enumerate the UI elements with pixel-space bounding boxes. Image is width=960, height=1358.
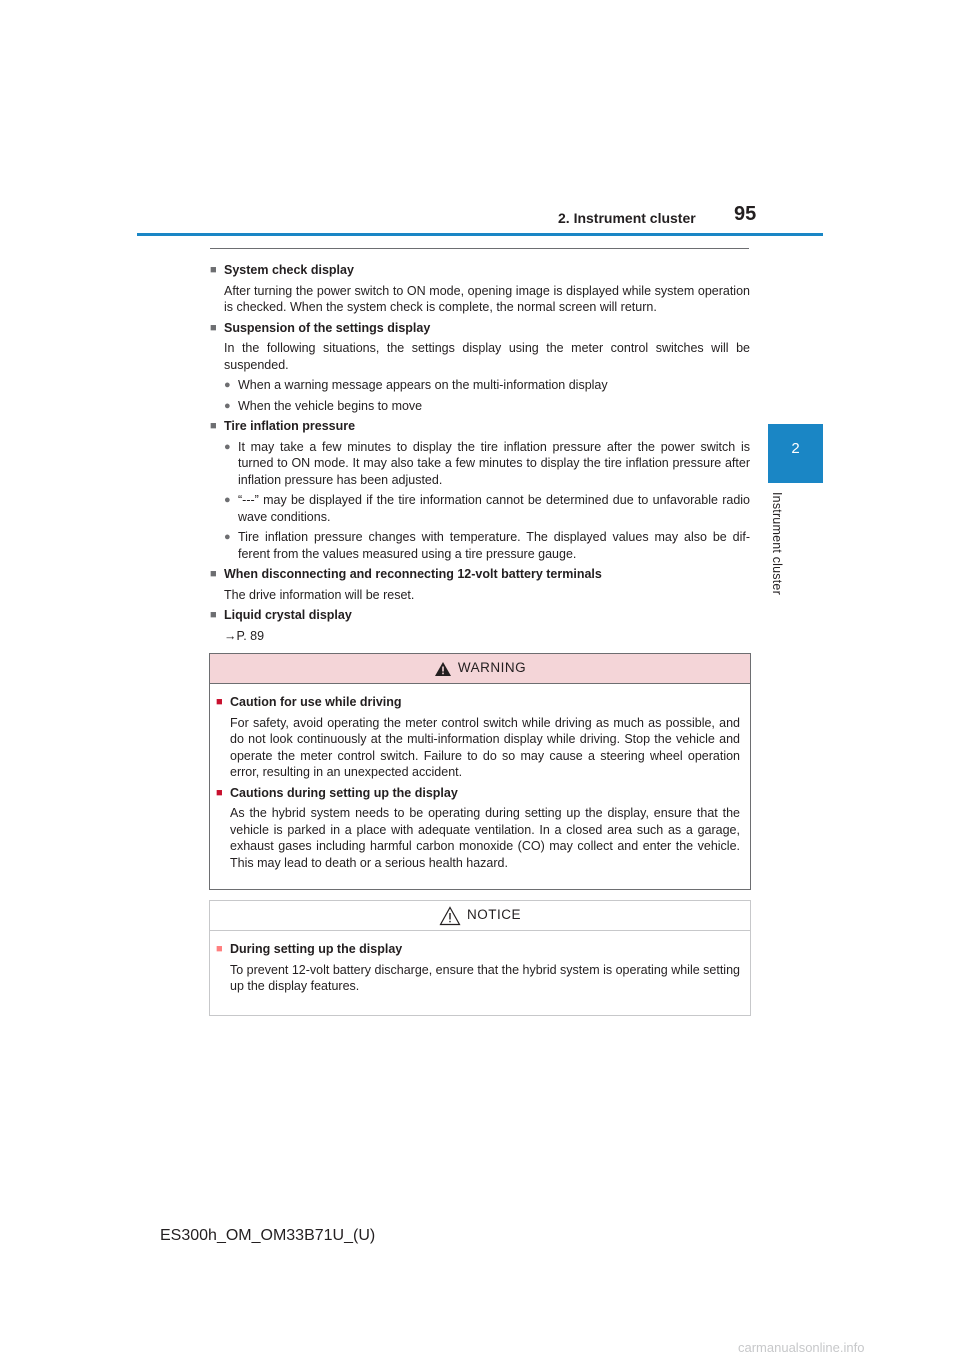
warning-item-title: ■ Cautions during setting up the display xyxy=(216,785,740,802)
square-marker-icon: ■ xyxy=(216,786,223,799)
square-marker-icon: ■ xyxy=(210,609,217,621)
section-title-text: System check display xyxy=(224,263,354,277)
square-marker-icon: ■ xyxy=(210,568,217,580)
section-body: The drive information will be reset. xyxy=(224,587,415,602)
section-title: ■ Tire inflation pressure xyxy=(210,418,750,435)
list-item: ● “---” may be displayed if the tire inf… xyxy=(224,492,750,525)
section-title-text: When disconnecting and reconnecting 12-v… xyxy=(224,567,602,581)
page-reference-link[interactable]: →P. 89 xyxy=(224,628,265,643)
notice-heading: NOTICE xyxy=(466,907,521,923)
section-title: ■ System check display xyxy=(210,262,750,279)
list-item-text: Tire inflation pressure changes with tem… xyxy=(238,530,750,561)
list-item: ● When a warning message appears on the … xyxy=(224,377,750,394)
warning-item-title-text: Cautions during setting up the display xyxy=(230,785,458,800)
list-item-text: When a warning message appears on the mu… xyxy=(238,378,608,392)
warning-box: WARNING ■ Caution for use while driving … xyxy=(209,653,751,890)
bullet-icon: ● xyxy=(224,379,231,391)
document-code: ES300h_OM_OM33B71U_(U) xyxy=(160,1227,376,1244)
square-marker-icon: ■ xyxy=(210,420,217,432)
notice-header: NOTICE xyxy=(210,901,750,931)
list-item: ● When the vehicle begins to move xyxy=(224,398,750,415)
warning-header: WARNING xyxy=(210,654,750,684)
warning-content: ■ Caution for use while driving For safe… xyxy=(210,684,750,871)
section-title: ■ Suspension of the settings display xyxy=(210,320,750,337)
section-title-text: Liquid crystal display xyxy=(224,608,352,622)
square-marker-icon: ■ xyxy=(210,264,217,276)
bullet-icon: ● xyxy=(224,399,231,412)
chapter-tab-number: 2 xyxy=(791,440,800,457)
bullet-icon: ● xyxy=(224,494,231,506)
header-rule xyxy=(137,233,823,236)
warning-item-body: For safety, avoid operating the meter co… xyxy=(230,715,740,780)
notice-item-title: ■ During setting up the display xyxy=(216,941,740,958)
section-title-text: Suspension of the settings display xyxy=(224,320,431,335)
content-top-rule xyxy=(210,248,749,249)
page-number: 95 xyxy=(734,203,757,225)
chapter-tab-label: Instrument cluster xyxy=(770,492,784,595)
warning-item-body: As the hybrid system needs to be operati… xyxy=(230,806,740,870)
bullet-icon: ● xyxy=(224,440,231,453)
square-marker-icon: ■ xyxy=(216,943,223,955)
section-body: After turning the power switch to ON mod… xyxy=(224,283,750,315)
warning-item-title-text: Caution for use while driving xyxy=(230,695,402,709)
section-title-text: Tire inflation pressure xyxy=(224,419,356,433)
section-title: ■ Liquid crystal display xyxy=(210,607,750,624)
main-content: ■ System check display After turning the… xyxy=(210,258,750,644)
bullet-icon: ● xyxy=(224,531,231,543)
square-marker-icon: ■ xyxy=(216,696,223,708)
square-marker-icon: ■ xyxy=(210,321,217,334)
list-item: ● It may take a few minutes to display t… xyxy=(224,439,750,489)
list-item-text: “---” may be displayed if the tire infor… xyxy=(238,493,750,524)
header-section-title: 2. Instrument cluster xyxy=(558,210,696,226)
section-body: In the following situations, the setting… xyxy=(224,341,750,372)
notice-item-body: To prevent 12-volt battery discharge, en… xyxy=(230,962,740,994)
notice-item-title-text: During setting up the display xyxy=(230,942,403,956)
section-title: ■ When disconnecting and reconnecting 12… xyxy=(210,566,750,583)
list-item-text: When the vehicle begins to move xyxy=(238,398,423,413)
list-item-text: It may take a few minutes to display the… xyxy=(238,439,750,487)
warning-item-title: ■ Caution for use while driving xyxy=(216,694,740,711)
watermark: carmanualsonline.info xyxy=(738,1340,865,1355)
notice-box: NOTICE ■ During setting up the display T… xyxy=(209,900,751,1016)
chapter-tab[interactable]: 2 xyxy=(768,424,823,483)
list-item: ● Tire inflation pressure changes with t… xyxy=(224,529,750,562)
notice-content: ■ During setting up the display To preve… xyxy=(210,931,750,995)
caution-outline-icon xyxy=(439,905,461,925)
warning-triangle-icon xyxy=(434,661,451,676)
warning-heading: WARNING xyxy=(457,660,527,676)
